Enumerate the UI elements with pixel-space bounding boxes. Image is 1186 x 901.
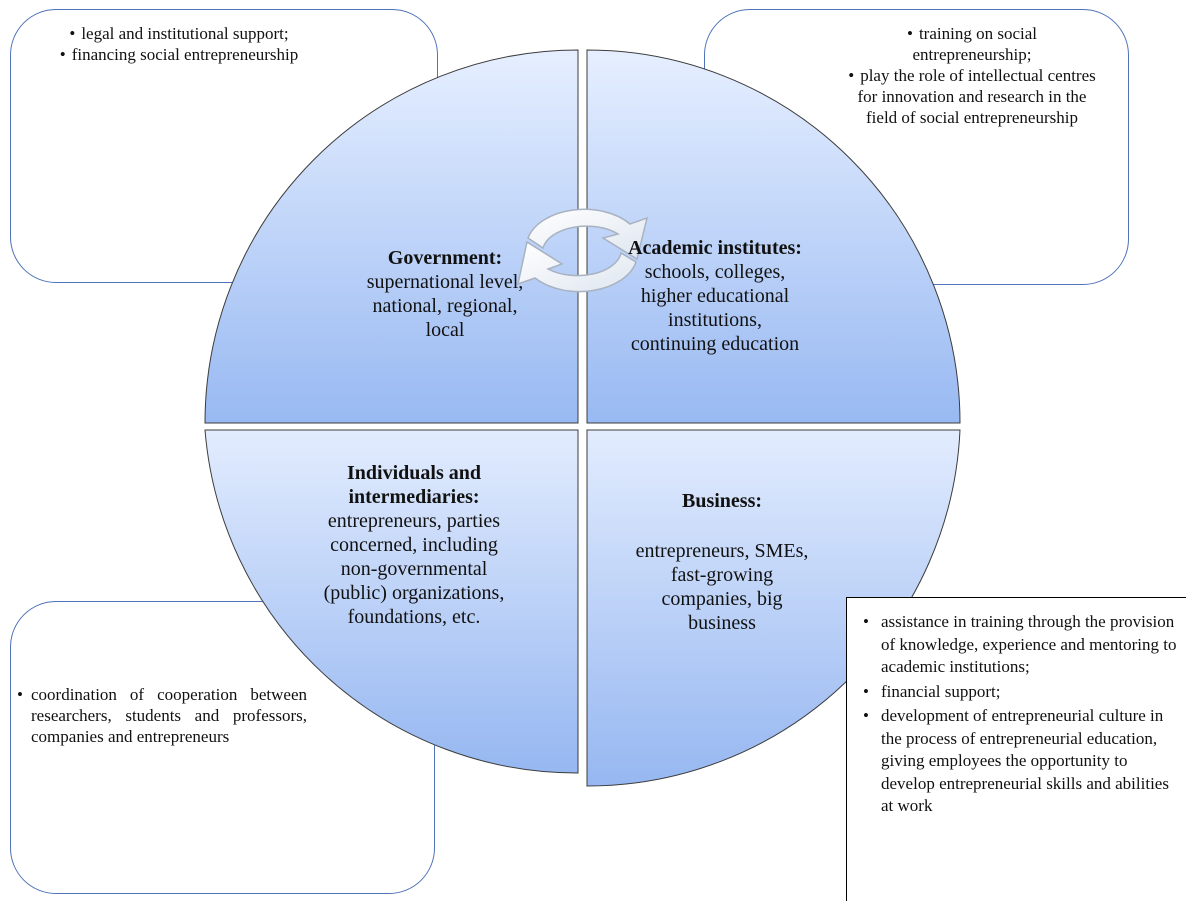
individuals-notes: coordination of cooperation between rese… <box>17 684 307 747</box>
note-item: financial support; <box>863 681 1181 704</box>
note-box-individuals: coordination of cooperation between rese… <box>10 601 435 894</box>
label-line: higher educational <box>640 285 790 307</box>
quadrant-academic <box>586 49 961 424</box>
note-item: coordination of cooperation between rese… <box>17 684 307 747</box>
label-line: national, regional, <box>372 295 518 317</box>
label-line: schools, colleges, <box>644 261 786 283</box>
label-line: entrepreneurs, SMEs, <box>635 540 809 562</box>
individuals-label: Individuals and intermediaries: entrepre… <box>260 461 568 629</box>
label-line: business <box>688 612 756 634</box>
government-notes: legal and institutional support; financi… <box>59 23 299 65</box>
label-line: foundations, etc. <box>347 606 481 628</box>
label-line: concerned, including <box>330 534 498 556</box>
note-item: legal and institutional support; <box>59 23 299 44</box>
government-label: Government: supernational level, nationa… <box>300 246 590 342</box>
label-line: non-governmental <box>340 558 488 580</box>
note-box-business: assistance in training through the provi… <box>846 597 1186 901</box>
label-line: supernational level, <box>366 271 524 293</box>
quadrant-government <box>204 49 579 424</box>
note-item: training on social entrepreneurship; <box>847 23 1097 65</box>
academic-label: Academic institutes: schools, colleges, … <box>590 236 840 356</box>
label-line: local <box>425 319 465 341</box>
quadrant-individuals <box>204 429 579 774</box>
business-title: Business: <box>681 490 763 512</box>
label-line: continuing education <box>630 333 800 355</box>
note-item: play the role of intellectual centres fo… <box>847 65 1097 128</box>
business-notes: assistance in training through the provi… <box>863 611 1181 820</box>
note-item: development of entrepreneurial culture i… <box>863 705 1181 818</box>
quadrant-business <box>586 429 961 787</box>
note-item: financing social entrepreneurship <box>59 44 299 65</box>
label-line: institutions, <box>668 309 762 331</box>
note-item: assistance in training through the provi… <box>863 611 1181 679</box>
academic-title: Academic institutes: <box>628 237 802 259</box>
business-label: Business: entrepreneurs, SMEs, fast-grow… <box>592 489 852 635</box>
label-line: companies, big <box>661 588 783 610</box>
label-line: (public) organizations, <box>323 582 505 604</box>
individuals-title: intermediaries: <box>348 486 480 508</box>
academic-notes: training on social entrepreneurship; pla… <box>847 23 1097 128</box>
government-title: Government: <box>387 247 503 269</box>
spacer <box>592 513 852 539</box>
label-line: fast-growing <box>670 564 774 586</box>
individuals-title: Individuals and <box>347 462 481 484</box>
cycle-arrows-icon <box>516 208 649 293</box>
label-line: entrepreneurs, parties <box>327 510 501 532</box>
